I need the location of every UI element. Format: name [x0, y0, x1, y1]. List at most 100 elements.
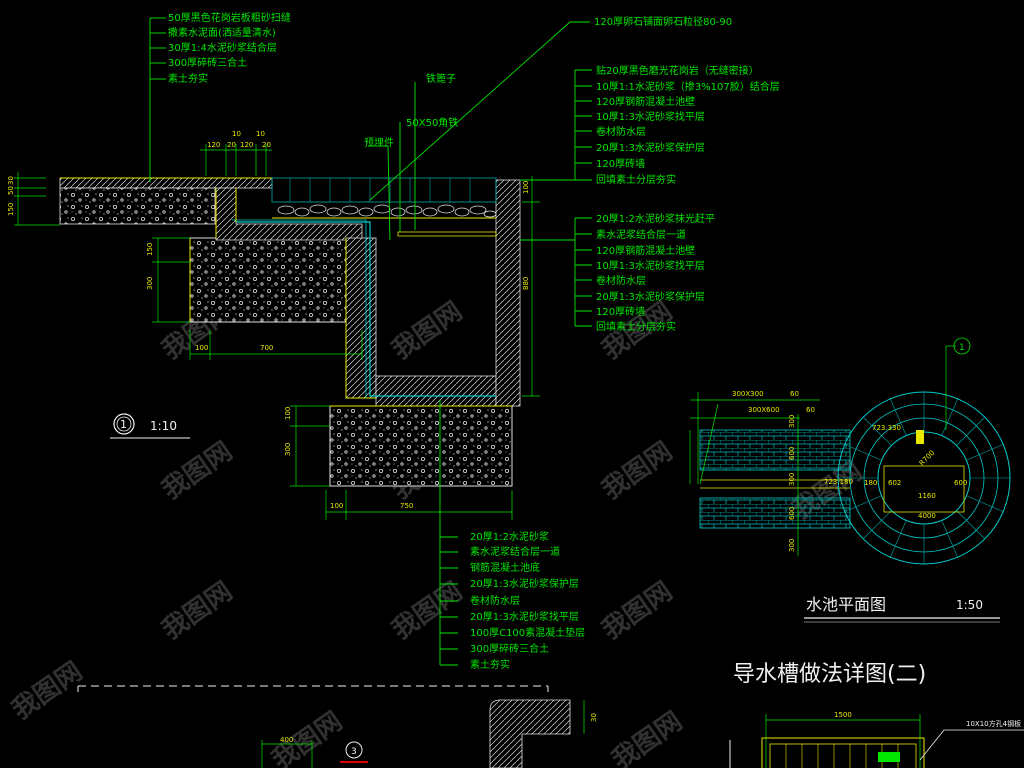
label-lower-6: 20厚1:3水泥砂浆保护层	[596, 290, 705, 303]
plan-marker-number: 1	[959, 343, 965, 353]
watermark-text: 我图网	[607, 706, 688, 768]
plan-dim-600c: 600	[954, 479, 967, 487]
right-labels-upper: 贴20厚黑色磨光花岗岩（无缝密接） 10厚1:1水泥砂浆（掺3%107胶）结合层…	[596, 64, 780, 186]
plan-coord-upper: 723.330	[872, 424, 901, 432]
label-upper-3: 120厚钢筋混凝土池壁	[596, 95, 695, 108]
plan-dim-60a: 60	[790, 390, 799, 398]
dim-30: 30	[7, 176, 15, 185]
watermark-text: 我图网	[267, 706, 348, 768]
label-bottom-5: 卷材防水层	[470, 594, 520, 607]
dim-700: 700	[260, 344, 273, 352]
plan-dim-300x600: 300X600	[748, 406, 780, 414]
plan-dim-60b: 60	[806, 406, 815, 414]
plan-radius: R700	[918, 449, 937, 468]
label-bottom-6: 20厚1:3水泥砂浆找平层	[470, 610, 579, 623]
dim-100c: 100	[330, 502, 343, 510]
dim-880: 880	[522, 277, 530, 290]
dim-20a: 20	[227, 141, 236, 149]
label-lower-4: 10厚1:3水泥砂浆找平层	[596, 259, 705, 272]
detail-title: 导水槽做法详图(二)	[733, 662, 926, 687]
dimension-text: 10 10 120 20 120 20 30 50 150 150 300 10…	[7, 130, 530, 510]
label-lower-5: 卷材防水层	[596, 274, 646, 287]
label-upper-5: 卷材防水层	[596, 125, 646, 138]
watermark-text: 我图网	[597, 576, 678, 645]
label-lower-1: 20厚1:2水泥砂浆抹光赶平	[596, 212, 715, 225]
plan-dim-1160: 1160	[918, 492, 936, 500]
plan-dim-300a: 300	[788, 415, 796, 428]
watermark-text: 我图网	[387, 296, 468, 365]
dim-300a: 300	[146, 277, 154, 290]
label-bottom-9: 素土夯实	[470, 658, 510, 671]
section-number: 1	[120, 418, 127, 431]
watermark-text: 我图网	[597, 436, 678, 505]
plan-dim-4000: 4000	[918, 512, 936, 520]
label-lower-2: 素水泥浆结合层一道	[596, 228, 686, 241]
plan-title: 水池平面图	[806, 595, 886, 614]
label-lower-7: 120厚砖墙	[596, 305, 645, 318]
dim-10a: 10	[232, 130, 241, 138]
label-bottom-7: 100厚C100素混凝土垫层	[470, 626, 585, 639]
top-middle-labels: 120厚卵石铺面卵石粒径80-90 铁篦子 50X50角铁 预埋件	[364, 15, 732, 149]
label-lower-8: 回填素土分层夯实	[596, 320, 676, 333]
bottom-labels: 20厚1:2水泥砂浆 素水泥浆结合层一道 钢筋混凝土池底 20厚1:3水泥砂浆保…	[470, 530, 585, 671]
dim-100d: 100	[522, 181, 530, 194]
label-embedded: 预埋件	[364, 137, 394, 149]
fragment-marker: 3	[351, 747, 357, 757]
dimension-lines	[14, 144, 540, 520]
dim-150: 150	[7, 203, 15, 216]
plan-dim-600a: 600	[788, 447, 796, 460]
plan-dim-602: 602	[888, 479, 901, 487]
watermark-text: 我图网	[157, 436, 238, 505]
watermark-text: 我图网	[387, 576, 468, 645]
fragment-dim-1500: 1500	[834, 711, 852, 719]
watermark-text: 我图网	[7, 656, 88, 725]
label-grille: 铁篦子	[426, 72, 456, 85]
label-upper-4: 10厚1:3水泥砂浆找平层	[596, 110, 705, 123]
label-bottom-2: 素水泥浆结合层一道	[470, 545, 560, 558]
label-upper-8: 回填素土分层夯实	[596, 173, 676, 186]
label-bottom-1: 20厚1:2水泥砂浆	[470, 530, 549, 543]
top-left-labels: 50厚黑色花岗岩板粗砂扫缝 撒素水泥面(洒适量清水) 30厚1:4水泥砂浆结合层…	[168, 11, 291, 85]
plan-dim-180: 180	[864, 479, 877, 487]
plan-dim-300c: 300	[788, 539, 796, 552]
plan-dim-300b: 300	[788, 473, 796, 486]
dim-120b: 120	[240, 141, 253, 149]
plan-coord-lower: 723.180	[824, 478, 853, 486]
label-brick-lime: 300厚碎砖三合土	[168, 56, 247, 69]
label-upper-2: 10厚1:1水泥砂浆（掺3%107胶）结合层	[596, 80, 780, 93]
plan-dim-300x300: 300X300	[732, 390, 764, 398]
plan-title-block: 水池平面图 1:50	[804, 595, 1000, 623]
dim-750: 750	[400, 502, 413, 510]
label-angle-steel: 50X50角铁	[406, 116, 458, 129]
fragment-dim-400: 400	[280, 736, 293, 744]
fragment-dim-30: 30	[590, 713, 598, 722]
right-labels-lower: 20厚1:2水泥砂浆抹光赶平 素水泥浆结合层一道 120厚钢筋混凝土池壁 10厚…	[596, 212, 715, 333]
dim-150b: 150	[146, 243, 154, 256]
label-lower-3: 120厚钢筋混凝土池壁	[596, 244, 695, 257]
label-upper-6: 20厚1:3水泥砂浆保护层	[596, 141, 705, 154]
dim-20b: 20	[262, 141, 271, 149]
dim-100b: 100	[284, 407, 292, 420]
label-upper-1: 贴20厚黑色磨光花岗岩（无缝密接）	[596, 64, 759, 77]
watermark-layer: 我图网 我图网 我图网 我图网 我图网 我图网 我图网 我图网 我图网 我图网 …	[7, 296, 868, 768]
dim-300b: 300	[284, 443, 292, 456]
label-paving: 50厚黑色花岗岩板粗砂扫缝	[168, 11, 291, 24]
watermark-text: 我图网	[157, 576, 238, 645]
dim-100a: 100	[195, 344, 208, 352]
label-bottom-4: 20厚1:3水泥砂浆保护层	[470, 577, 579, 590]
leader-lines	[149, 17, 592, 666]
dim-50: 50	[7, 186, 15, 195]
label-upper-7: 120厚砖墙	[596, 157, 645, 170]
plan-scale: 1:50	[956, 598, 983, 612]
section-scale: 1:10	[150, 419, 177, 433]
label-bottom-3: 钢筋混凝土池底	[470, 561, 540, 574]
label-cement-powder: 撒素水泥面(洒适量清水)	[168, 26, 276, 39]
dim-10b: 10	[256, 130, 265, 138]
label-mortar-bed: 30厚1:4水泥砂浆结合层	[168, 41, 277, 54]
section-marker: 1 1:10	[110, 413, 190, 439]
label-compacted-soil: 素土夯实	[168, 72, 208, 85]
fragment-note: 10X10方孔4钢板	[966, 719, 1021, 728]
section-1-drawing	[59, 177, 521, 487]
pool-plan: 1 300X300 60 300X600 60 300 600 300 600 …	[689, 337, 1011, 565]
